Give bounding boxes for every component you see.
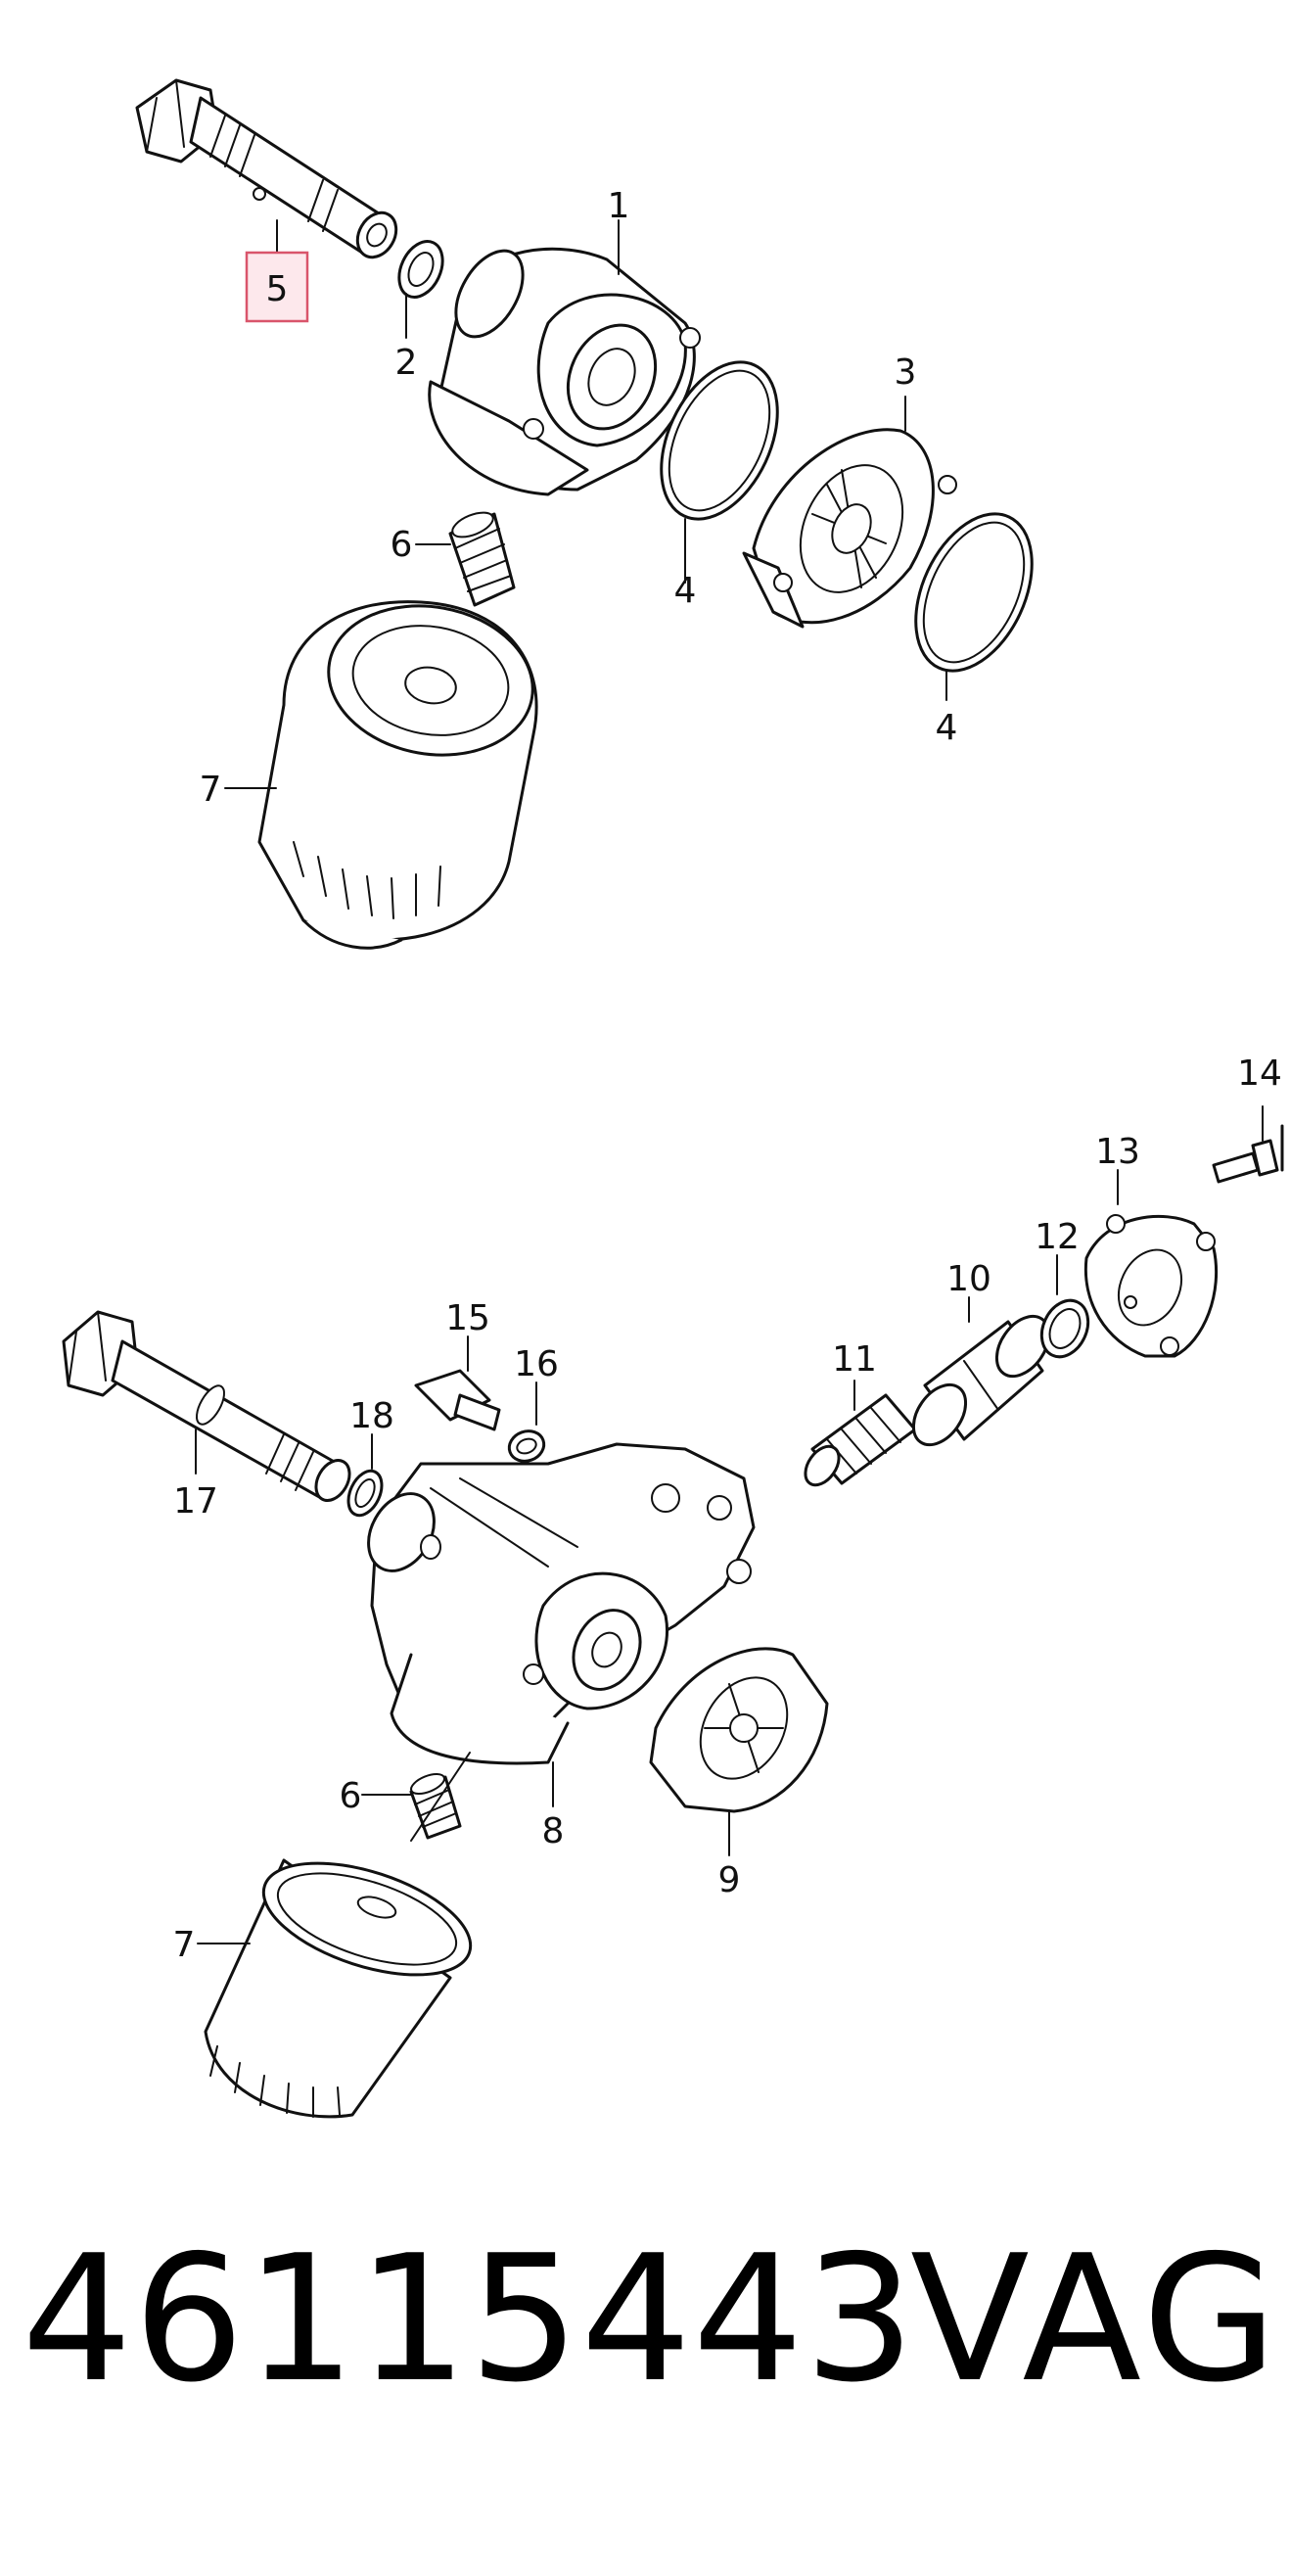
hollow-bolt-17 — [62, 1310, 351, 1502]
oil-filter-7-bottom — [204, 1858, 473, 2119]
cover-13 — [1083, 1214, 1219, 1358]
callout-12[interactable]: 12 — [1035, 1217, 1080, 1257]
callout-10[interactable]: 10 — [946, 1259, 991, 1299]
o-ring-16 — [507, 1429, 546, 1463]
callout-15[interactable]: 15 — [445, 1298, 490, 1338]
part-number-label: 46115443 — [22, 2218, 916, 2420]
gasket-9 — [649, 1647, 829, 1813]
callout-16[interactable]: 16 — [514, 1344, 559, 1384]
callout-1[interactable]: 1 — [608, 186, 630, 226]
o-ring-12 — [1039, 1298, 1090, 1359]
o-ring-4b — [914, 512, 1034, 673]
callout-6-top[interactable]: 6 — [391, 525, 413, 565]
sender-15 — [414, 1369, 501, 1431]
o-ring-18 — [346, 1469, 384, 1518]
threaded-nipple-6-top — [448, 511, 516, 607]
brand-label: VAG — [910, 2218, 1281, 2420]
callout-6-bottom[interactable]: 6 — [340, 1776, 362, 1816]
o-ring-4a — [660, 360, 779, 521]
screw-14 — [1212, 1105, 1284, 1184]
callout-3[interactable]: 3 — [895, 352, 917, 393]
callout-4-left[interactable]: 4 — [674, 571, 697, 611]
callout-2[interactable]: 2 — [395, 343, 418, 383]
spring-11 — [804, 1393, 917, 1487]
callout-18[interactable]: 18 — [349, 1396, 394, 1436]
callout-4-right[interactable]: 4 — [936, 708, 958, 748]
filter-flange-1 — [428, 247, 701, 496]
callout-11[interactable]: 11 — [832, 1339, 877, 1380]
callout-14[interactable]: 14 — [1237, 1054, 1282, 1094]
callout-13[interactable]: 13 — [1095, 1132, 1140, 1172]
sealing-ring-2 — [397, 240, 444, 299]
oil-cooler-3 — [742, 428, 957, 629]
oil-filter-7-top — [257, 600, 538, 950]
callout-9[interactable]: 9 — [718, 1860, 741, 1900]
callout-7-bottom[interactable]: 7 — [173, 1925, 196, 1965]
callout-17[interactable]: 17 — [173, 1481, 218, 1522]
highlight-box-5 — [245, 251, 309, 323]
callout-5[interactable]: 5 — [266, 269, 289, 309]
piston-10 — [911, 1314, 1051, 1447]
hollow-bolt-top — [135, 78, 398, 259]
exploded-parts-diagram: 5 1 2 3 4 4 6 7 6 7 8 9 10 11 12 13 14 1… — [62, 78, 1284, 2119]
callout-7-top[interactable]: 7 — [200, 770, 222, 810]
filter-housing-8 — [367, 1442, 756, 1765]
callout-8[interactable]: 8 — [542, 1811, 565, 1851]
